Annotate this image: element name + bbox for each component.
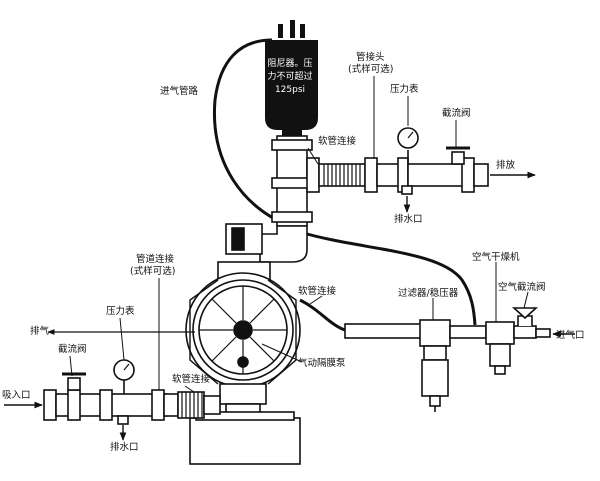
- label-pipe-joint-right: 管接头: [356, 52, 385, 63]
- discharge-riser-pipe: [225, 135, 313, 263]
- dampener-label-line1: 阻尼器。压: [267, 59, 313, 69]
- label-pneumatic-pump: 气动隔膜泵: [298, 358, 346, 369]
- label-hose-connection-top: 软管连接: [318, 136, 357, 147]
- label-pressure-gauge-left: 压力表: [106, 306, 135, 317]
- label-air-inlet: 进气口: [556, 330, 585, 341]
- dampener-label-line3: 125psi: [274, 85, 306, 95]
- label-air-inlet-line: 进气管路: [160, 86, 199, 97]
- label-pipe-connection-left-note: (式样可选): [130, 266, 176, 277]
- label-suction-inlet: 吸入口: [2, 390, 31, 401]
- label-pipe-connection-left: 管道连接: [136, 254, 175, 265]
- label-exhaust: 排气: [30, 326, 50, 337]
- discharge-line: [306, 127, 489, 195]
- pump-air-hose: [299, 298, 346, 332]
- label-shutoff-valve-right: 截流阀: [442, 108, 471, 119]
- label-air-dryer: 空气干燥机: [472, 252, 520, 263]
- leader-lines: [69, 76, 529, 393]
- label-drain-right: 排水口: [394, 214, 423, 225]
- label-discharge: 排放: [496, 160, 516, 171]
- label-pressure-gauge-right: 压力表: [390, 84, 419, 95]
- air-treatment-assembly: [344, 307, 551, 412]
- label-air-shutoff-valve: 空气截流阀: [498, 282, 546, 293]
- label-shutoff-valve-left: 截流阀: [58, 344, 87, 355]
- dampener-label-line2: 力不可超过: [267, 72, 313, 82]
- label-pipe-joint-right-note: (式样可选): [348, 64, 394, 75]
- suction-line: [43, 359, 221, 425]
- dampener-label: 阻尼器。压 力不可超过 125psi: [262, 58, 318, 97]
- pump-manifold: [189, 279, 297, 385]
- label-filter-regulator: 过滤器/稳压器: [398, 288, 459, 299]
- label-hose-connection-mid: 软管连接: [298, 286, 337, 297]
- air-supply-line: [212, 38, 477, 326]
- pulsation-dampener: [265, 20, 318, 136]
- label-drain-left: 排水口: [110, 442, 139, 453]
- label-hose-connection-bottom: 软管连接: [172, 374, 211, 385]
- diaphragm-pump: [185, 261, 301, 465]
